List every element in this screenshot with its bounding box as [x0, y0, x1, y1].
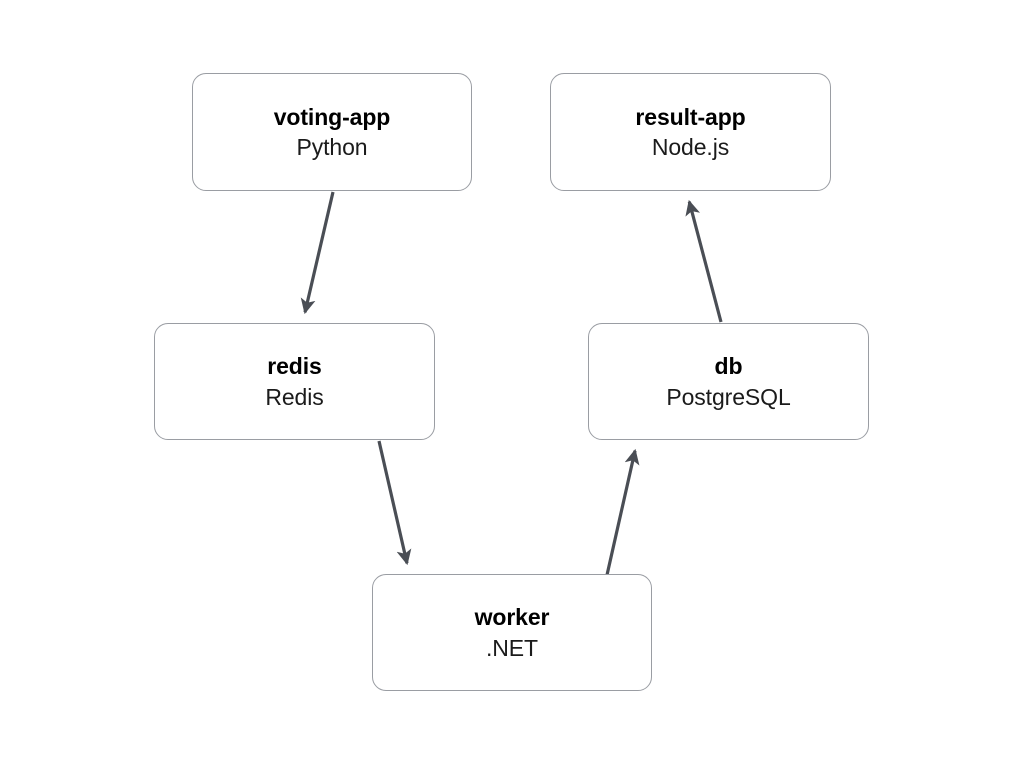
edge-voting-app-to-redis: [300, 191, 335, 315]
edge-worker-to-db: [605, 448, 640, 576]
node-subtitle: Node.js: [651, 134, 730, 160]
edge-db-to-result-app: [685, 199, 723, 323]
node-title: voting-app: [273, 103, 391, 130]
node-redis[interactable]: redis Redis: [154, 323, 435, 440]
node-subtitle: Python: [296, 134, 368, 160]
node-title: db: [714, 353, 743, 380]
node-db[interactable]: db PostgreSQL: [588, 323, 869, 440]
node-subtitle: Redis: [265, 383, 324, 410]
node-worker[interactable]: worker .NET: [372, 574, 652, 691]
node-subtitle: PostgreSQL: [666, 383, 791, 410]
node-result-app[interactable]: result-app Node.js: [550, 73, 831, 191]
node-voting-app[interactable]: voting-app Python: [192, 73, 472, 191]
node-subtitle: .NET: [486, 634, 538, 661]
node-title: redis: [267, 353, 322, 380]
node-title: result-app: [635, 103, 746, 130]
edge-redis-to-worker: [377, 440, 412, 566]
node-title: worker: [474, 604, 550, 631]
